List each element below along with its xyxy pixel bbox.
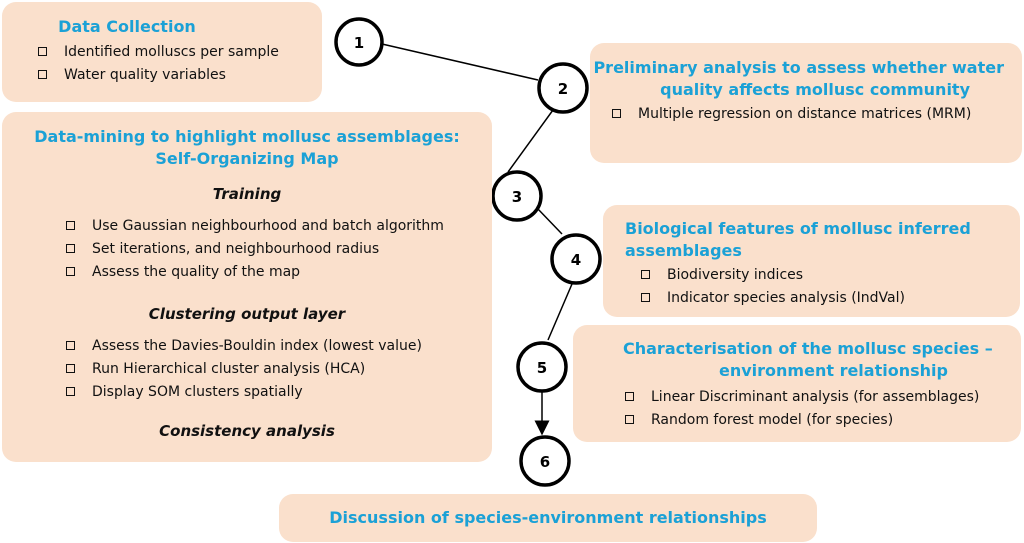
list-item: Assess the Davies-Bouldin index (lowest … [62, 335, 492, 358]
step-node-5: 5 [516, 341, 568, 393]
clustering-heading: Clustering output layer [148, 305, 346, 323]
list-item: Biodiversity indices [637, 264, 1020, 287]
discussion-box: Discussion of species-environment relati… [279, 494, 817, 542]
characterisation-box: Characterisation of the mollusc species … [573, 325, 1021, 442]
consistency-heading: Consistency analysis [159, 422, 335, 440]
data-collection-box: Data Collection Identified molluscs per … [2, 2, 322, 102]
list-item: Set iterations, and neighbourhood radius [62, 238, 492, 261]
preliminary-analysis-title-line2: quality affects mollusc community [660, 80, 970, 99]
som-title-line1: Data-mining to highlight mollusc assembl… [34, 127, 460, 146]
step-node-3: 3 [491, 170, 543, 222]
som-box: Data-mining to highlight mollusc assembl… [2, 112, 492, 462]
edge-3-4 [536, 207, 563, 235]
characterisation-title-line1: Characterisation of the mollusc species … [623, 339, 993, 358]
characterisation-title-line2: environment relationship [719, 361, 948, 380]
list-item: Display SOM clusters spatially [62, 381, 492, 404]
list-item: Indicator species analysis (IndVal) [637, 287, 1020, 310]
step-node-2: 2 [537, 62, 589, 114]
data-collection-title: Data Collection [58, 17, 196, 36]
biological-features-box: Biological features of mollusc inferred … [603, 205, 1020, 317]
list-item: Assess the quality of the map [62, 261, 492, 284]
list-item: Multiple regression on distance matrices… [608, 103, 1022, 126]
step-node-label: 3 [512, 188, 522, 206]
step-node-6: 6 [519, 435, 571, 487]
step-node-1: 1 [334, 17, 384, 67]
edge-2-3 [507, 109, 554, 173]
biological-features-list: Biodiversity indices Indicator species a… [637, 264, 1020, 310]
discussion-title: Discussion of species-environment relati… [329, 508, 767, 527]
training-heading: Training [212, 185, 282, 203]
biological-features-title-line1: Biological features of mollusc inferred [625, 219, 971, 238]
list-item: Use Gaussian neighbourhood and batch alg… [62, 215, 492, 238]
preliminary-analysis-title-line1: Preliminary analysis to assess whether w… [593, 58, 1004, 77]
data-collection-list: Identified molluscs per sample Water qua… [34, 41, 322, 87]
step-node-label: 4 [571, 251, 581, 269]
list-item: Water quality variables [34, 64, 322, 87]
clustering-list: Assess the Davies-Bouldin index (lowest … [62, 335, 492, 404]
preliminary-analysis-list: Multiple regression on distance matrices… [608, 103, 1022, 126]
preliminary-analysis-box: Preliminary analysis to assess whether w… [590, 43, 1022, 163]
som-title-line2: Self-Organizing Map [155, 149, 339, 168]
training-list: Use Gaussian neighbourhood and batch alg… [62, 215, 492, 284]
list-item: Linear Discriminant analysis (for assemb… [621, 386, 1021, 409]
biological-features-title-line2: assemblages [625, 241, 742, 260]
edge-4-5 [547, 283, 573, 341]
list-item: Identified molluscs per sample [34, 41, 322, 64]
step-node-label: 2 [558, 80, 568, 98]
list-item: Run Hierarchical cluster analysis (HCA) [62, 358, 492, 381]
characterisation-list: Linear Discriminant analysis (for assemb… [621, 386, 1021, 432]
step-node-label: 1 [354, 34, 364, 52]
step-node-label: 5 [537, 359, 547, 377]
edge-1-2 [381, 43, 539, 81]
step-node-4: 4 [550, 233, 602, 285]
list-item: Random forest model (for species) [621, 409, 1021, 432]
step-node-label: 6 [540, 453, 550, 471]
